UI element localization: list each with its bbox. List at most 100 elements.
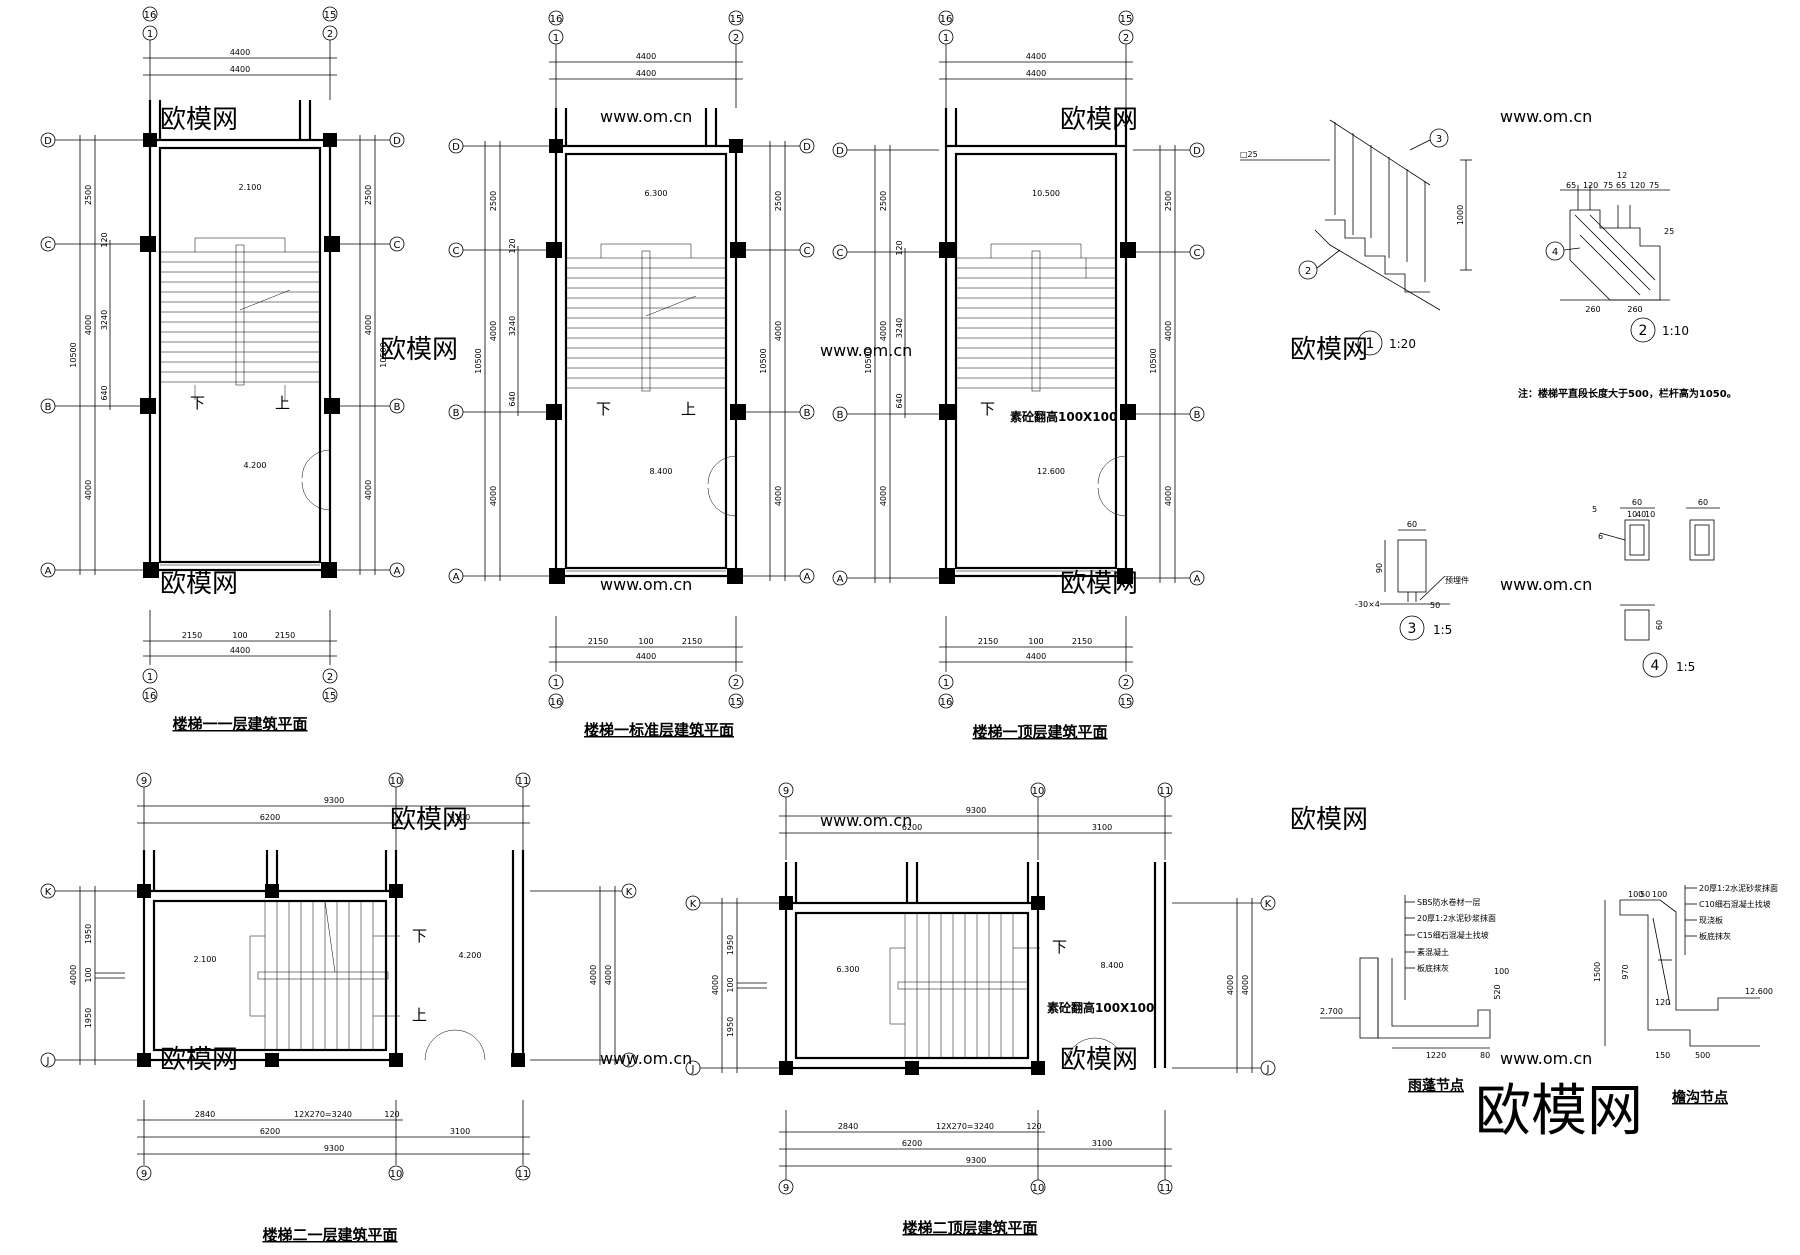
layer-3: C15细石混凝土找坡 (1417, 930, 1489, 940)
step-260-b: 260 (1627, 305, 1642, 314)
detail-number: 2 (1639, 323, 1648, 339)
plate-label: -30×4 (1355, 600, 1380, 609)
dim-75-b: 75 (1649, 181, 1659, 190)
watermark-logo: 欧模网 (160, 105, 238, 135)
dim-120: 120 (384, 1110, 399, 1119)
dim-3240: 3240 (508, 316, 517, 336)
dim-2150-r: 2150 (1072, 637, 1092, 646)
axis-1: 1 (553, 33, 559, 44)
dim-4000-br: 4000 (774, 486, 783, 506)
axis-B-right: B (394, 402, 401, 413)
dim-2150-l: 2150 (978, 637, 998, 646)
axis-2: 2 (733, 33, 739, 44)
watermark-url: www.om.cn (600, 575, 692, 594)
axis-16: 16 (144, 10, 157, 21)
dim-top-2: 4400 (636, 69, 656, 78)
dim-50: 50 (1430, 601, 1440, 610)
dim-2500: 2500 (879, 191, 888, 211)
tag-2: 2 (1305, 266, 1311, 277)
layer-1: 20厚1:2水泥砂浆抹面 (1699, 883, 1778, 893)
elev-bottom: 12.600 (1037, 467, 1065, 476)
axis-10-bottom: 10 (1032, 1183, 1045, 1194)
dim-treads: 12X270=3240 (294, 1110, 352, 1119)
dim-6200: 6200 (260, 813, 280, 822)
dim-2500-r: 2500 (774, 191, 783, 211)
dim-2840: 2840 (195, 1110, 215, 1119)
elev-left: 6.300 (837, 965, 860, 974)
axis-1: 1 (147, 29, 153, 40)
dim-10500-r: 10500 (1149, 348, 1158, 373)
dim-3100: 3100 (1092, 1139, 1112, 1148)
dim-100: 100 (638, 637, 653, 646)
dim-65-b: 65 (1616, 181, 1626, 190)
dim-520: 520 (1493, 984, 1502, 999)
axis-15-bottom: 15 (1120, 697, 1133, 708)
axis-16-bottom: 16 (144, 691, 157, 702)
axis-B: B (45, 402, 52, 413)
label-up: 上 (275, 394, 290, 412)
dim-100: 100 (1628, 890, 1643, 899)
axis-15: 15 (1120, 14, 1133, 25)
section-label: □25 (1240, 150, 1258, 159)
dim-4000-b: 4000 (489, 486, 498, 506)
axis-15: 15 (730, 14, 743, 25)
plan-stair2-top: 9 10 11 9300 6200 3100 下 素砼翻高100X100 6.3… (685, 782, 1276, 1237)
dim-970: 970 (1621, 964, 1630, 979)
axis-B-right: B (804, 408, 811, 419)
step-260-a: 260 (1585, 305, 1600, 314)
plan-title: 楼梯二顶层建筑平面 (902, 1219, 1037, 1237)
axis-C-right: C (804, 246, 811, 257)
elev-right: 8.400 (1101, 961, 1124, 970)
axis-1: 1 (943, 33, 949, 44)
dim-10500-r: 10500 (379, 342, 388, 367)
dim-90: 90 (1375, 563, 1384, 573)
watermark-url: www.om.cn (820, 341, 912, 360)
dim-12: 12 (1617, 171, 1627, 180)
dim-6: 6 (1598, 532, 1603, 541)
dim-top-2: 4400 (230, 65, 250, 74)
watermark-logo: 欧模网 (1060, 1045, 1138, 1075)
dim-3100: 3100 (450, 813, 470, 822)
dim-80: 80 (1480, 1051, 1490, 1060)
axis-15: 15 (324, 10, 337, 21)
axis-A: A (453, 572, 460, 583)
dim-10500: 10500 (864, 348, 873, 373)
dim-4400: 4400 (636, 652, 656, 661)
dim-100: 100 (726, 977, 735, 992)
dim-2150-r: 2150 (275, 631, 295, 640)
axis-D-right: D (393, 136, 401, 147)
axis-B: B (837, 410, 844, 421)
axis-J-right: J (627, 1056, 631, 1067)
axis-C: C (453, 246, 460, 257)
axis-16: 16 (940, 14, 953, 25)
dim-2500: 2500 (84, 185, 93, 205)
layer-2: C10细石混凝土找坡 (1699, 899, 1771, 909)
label-up: 上 (412, 1006, 427, 1024)
dim-3240: 3240 (895, 318, 904, 338)
axis-11-bottom: 11 (517, 1169, 530, 1180)
axis-J: J (691, 1064, 695, 1075)
dim-4000-r: 4000 (364, 315, 373, 335)
elev-left: 2.100 (194, 955, 217, 964)
dim-50: 50 (1640, 890, 1650, 899)
dim-4000-r2: 4000 (589, 965, 598, 985)
parapet-detail: 100 50 100 20厚1:2水泥砂浆抹面 C10细石混凝土找坡 现浇板 板… (1593, 883, 1778, 1106)
layer-1: SBS防水卷材一层 (1417, 897, 1481, 907)
elev-canopy: 2.700 (1320, 1007, 1343, 1016)
dim-2150-l: 2150 (588, 637, 608, 646)
dim-100: 100 (1494, 967, 1509, 976)
dim-640: 640 (508, 391, 517, 406)
dim-10500: 10500 (474, 348, 483, 373)
label-down: 下 (190, 394, 205, 412)
axis-16-bottom: 16 (940, 697, 953, 708)
plan-stair1-standard: 16 1 15 2 4400 4400 下 上 6.300 8.400 (448, 10, 815, 739)
watermark-logo: 欧模网 (390, 805, 468, 835)
concrete-curb-note: 素砼翻高100X100 (1047, 1000, 1154, 1015)
axis-11: 11 (1159, 786, 1172, 797)
axis-9-bottom: 9 (783, 1183, 789, 1194)
dim-6200: 6200 (902, 1139, 922, 1148)
detail-4-profiles: 60 10 40 10 60 5 6 60 4 1:5 (1592, 498, 1720, 678)
dim-60: 60 (1632, 498, 1642, 507)
canopy-detail: SBS防水卷材一层 20厚1:2水泥砂浆抹面 C15细石混凝土找坡 素混凝土 板… (1320, 895, 1509, 1094)
axis-16-bottom: 16 (550, 697, 563, 708)
